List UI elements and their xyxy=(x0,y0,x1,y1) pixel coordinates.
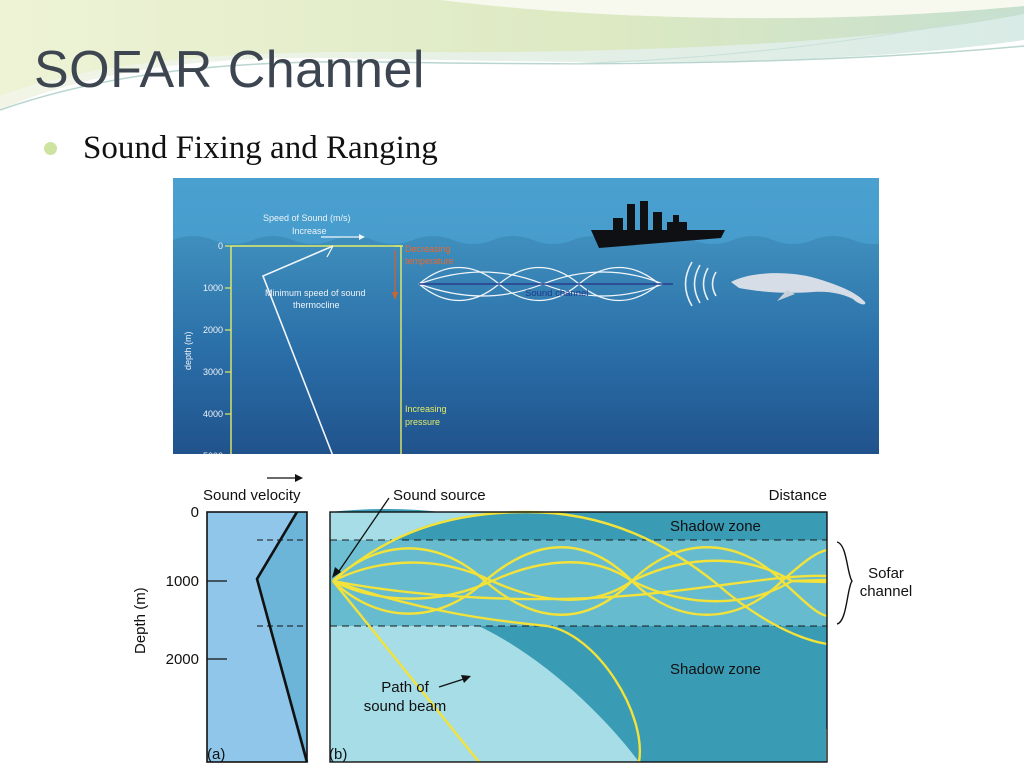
distance-label: Distance xyxy=(769,487,827,504)
whale-icon xyxy=(731,273,866,305)
depth-tick-4000: 4000 xyxy=(203,409,223,419)
sound-ray-paths xyxy=(332,510,828,763)
header-swoosh-decoration xyxy=(0,0,1024,111)
sofar-label-line2: channel xyxy=(860,583,913,600)
bottom-depth-1000: 1000 xyxy=(166,573,199,590)
speed-profile-line xyxy=(261,245,334,457)
slide-title: SOFAR Channel xyxy=(34,41,425,99)
path-label-line1: Path of xyxy=(381,679,429,696)
sofar-bracket xyxy=(836,541,853,625)
depth-axis-label: depth (m) xyxy=(183,331,193,370)
sound-channel-label: Sound channel xyxy=(525,288,588,299)
bottom-depth-axis-label: Depth (m) xyxy=(132,587,149,654)
ray-deep-arc xyxy=(332,574,828,601)
lower-light-zone xyxy=(330,512,639,762)
path-pointer xyxy=(438,677,468,688)
panel-b-label: (b) xyxy=(329,746,347,763)
ray-lower-bound xyxy=(332,579,642,763)
path-label-line2: sound beam xyxy=(364,698,447,715)
depth-tick-1000: 1000 xyxy=(203,283,223,293)
depth-tick-3000: 3000 xyxy=(203,367,223,377)
bottom-depth-2000: 2000 xyxy=(166,651,199,668)
ocean-water xyxy=(173,236,879,468)
min-speed-label-line1: Minimum speed of sound xyxy=(265,288,366,298)
ray-upper-escape xyxy=(332,510,828,646)
ray-wide-2 xyxy=(332,546,828,616)
speed-of-sound-label: Speed of Sound (m/s) xyxy=(263,213,351,223)
min-speed-label-line2: thermocline xyxy=(293,300,340,310)
bottom-depth-0: 0 xyxy=(191,504,199,521)
increase-label: Increase xyxy=(292,226,327,236)
increasing-pressure-line2: pressure xyxy=(405,417,440,427)
velocity-profile-line xyxy=(255,511,309,763)
bullet-item: Sound Fixing and Ranging xyxy=(44,126,438,170)
ray-narrow-2 xyxy=(332,561,828,603)
ray-escape-down xyxy=(332,580,480,763)
sound-source-label: Sound source xyxy=(393,487,486,504)
increasing-pressure-line1: Increasing xyxy=(405,404,447,414)
velocity-region xyxy=(257,512,307,762)
sound-source-pointer xyxy=(336,497,390,575)
depth-tick-0: 0 xyxy=(218,241,223,251)
shadow-zone-top-label: Shadow zone xyxy=(670,518,761,535)
decreasing-temp-line1: Decreasing xyxy=(405,244,451,254)
decreasing-temp-line2: temperature xyxy=(405,256,454,266)
bullet-dot-icon xyxy=(44,141,57,155)
velocity-arrow-icon xyxy=(295,474,303,482)
depth-tick-2000: 2000 xyxy=(203,325,223,335)
ship-icon xyxy=(591,201,725,248)
sound-wave-icon xyxy=(684,261,717,307)
bottom-depth-ticks: 0 1000 2000 xyxy=(166,504,199,668)
sofar-label-line1: Sofar xyxy=(868,565,904,582)
shadow-zone-bottom-label: Shadow zone xyxy=(670,661,761,678)
bullet-text: Sound Fixing and Ranging xyxy=(83,129,438,166)
sound-velocity-label: Sound velocity xyxy=(203,487,301,504)
ocean-cross-section-diagram: Sound channel 0 1000 2000 3000 4000 5000… xyxy=(173,178,879,468)
sofar-ray-diagram: Sound velocity 0 1000 2000 Depth (m) Sou… xyxy=(127,454,920,768)
panel-a-label: (a) xyxy=(207,746,225,763)
